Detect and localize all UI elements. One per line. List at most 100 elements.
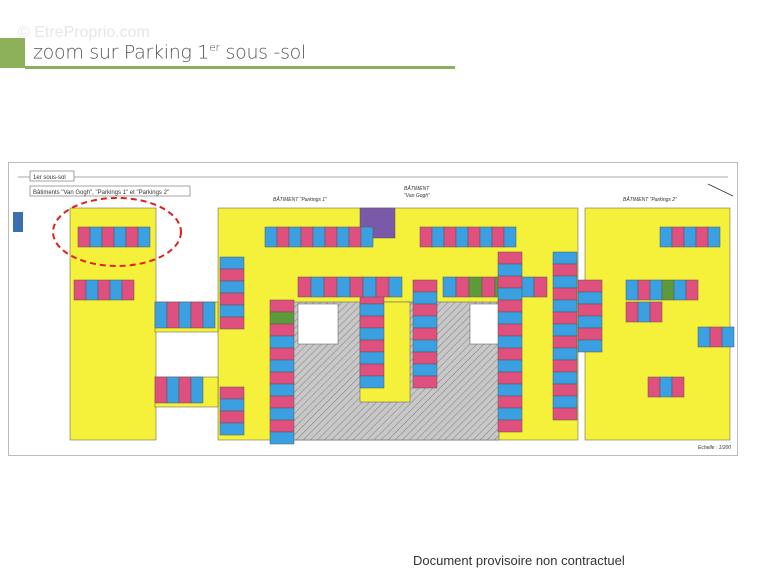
level-box (29, 170, 75, 182)
title-superscript: er (209, 41, 220, 54)
parking-stall (412, 339, 438, 353)
parking-stall (85, 279, 99, 301)
parking-stall (479, 226, 493, 248)
parking-stall (269, 383, 295, 397)
parking-stall (269, 347, 295, 361)
parking-stall (359, 363, 385, 377)
parking-stall (269, 431, 295, 445)
parking-stall (637, 301, 651, 323)
parking-stall (359, 351, 385, 365)
parking-stall (625, 279, 639, 301)
buildings-box (29, 185, 191, 197)
parking-stall (412, 315, 438, 329)
watermark: © EtreProprio.com (18, 24, 150, 41)
parking-stall (497, 419, 523, 433)
parking-stall (649, 279, 663, 301)
parking-stall (468, 276, 483, 298)
parking-stall (467, 226, 481, 248)
parking-stall (481, 276, 496, 298)
light-well (297, 303, 339, 345)
parking-stall (219, 292, 245, 306)
title-main: zoom sur Parking 1 (33, 41, 210, 64)
parking-stall (202, 301, 216, 329)
parking-stall (649, 301, 663, 323)
parking-stall (552, 299, 578, 313)
parking-stall (412, 303, 438, 317)
parking-stall (497, 359, 523, 373)
parking-stall (577, 315, 603, 329)
legend-swatch (13, 212, 23, 232)
parking-stall (336, 276, 351, 298)
parking-stall (491, 226, 505, 248)
parking-stall (360, 226, 374, 248)
building-label-vangogh: BÂTIMENT (404, 185, 430, 192)
parking-stall (673, 279, 687, 301)
title-underline (25, 66, 455, 69)
level-label: 1er sous-sol (33, 175, 66, 181)
parking-stall (269, 311, 295, 325)
parking-stall (497, 395, 523, 409)
parking-stall (455, 276, 470, 298)
parking-stall (324, 226, 338, 248)
parking-stall (552, 407, 578, 421)
parking-stall (552, 335, 578, 349)
parking-stall (552, 395, 578, 409)
parking-stall (190, 301, 204, 329)
parking-stall (349, 276, 364, 298)
parking-stall (412, 279, 438, 293)
parking-stall (113, 226, 127, 248)
parking-stall (77, 226, 91, 248)
disclaimer-caption: Document provisoire non contractuel (413, 553, 625, 568)
parking-stall (497, 335, 523, 349)
parking-stall (671, 226, 685, 248)
parking-stall (269, 359, 295, 373)
parking-stall (683, 226, 697, 248)
parking-stall (73, 279, 87, 301)
parking-stall (695, 226, 709, 248)
parking-stall (276, 226, 290, 248)
parking-stall (577, 327, 603, 341)
parking-stall (503, 226, 517, 248)
parking-stall (178, 301, 192, 329)
parking-stall (166, 376, 180, 404)
parking-stall (166, 301, 180, 329)
parking-stall (625, 301, 639, 323)
parking-stall (497, 323, 523, 337)
parking-stall (497, 383, 523, 397)
parking-stall (520, 276, 535, 298)
parking-stall (412, 327, 438, 341)
parking-stall (101, 226, 115, 248)
parking-stall (125, 226, 139, 248)
parking-stall (388, 276, 403, 298)
parking-stall (685, 279, 699, 301)
parking-stall (269, 407, 295, 421)
parking-stall (497, 251, 523, 265)
parking-stall (219, 316, 245, 330)
parking-stall (552, 359, 578, 373)
parking-stall (219, 268, 245, 282)
parking-stall (455, 226, 469, 248)
parking-stall (310, 276, 325, 298)
parking-stall (552, 287, 578, 301)
title-accent-block (0, 38, 25, 68)
parking-stall (109, 279, 123, 301)
scale-label: Echelle : 1/200 (698, 445, 731, 451)
slide-title: zoom sur Parking 1er sous -sol (33, 41, 306, 63)
parking-stall (637, 279, 651, 301)
parking-stall (359, 327, 385, 341)
parking-stall (419, 226, 433, 248)
parking-stall (661, 279, 675, 301)
parking-stall (269, 419, 295, 433)
buildings-label: Bâtiments "Van Gogh", "Parkings 1" et "P… (33, 190, 169, 196)
highlight-ellipse (52, 197, 182, 267)
parking-stall (497, 311, 523, 325)
parking-stall (721, 326, 735, 348)
parking-stall (577, 291, 603, 305)
parking-stall (412, 291, 438, 305)
parking-stall (497, 407, 523, 421)
parking-stall (552, 347, 578, 361)
parking-stall (443, 226, 457, 248)
parking-stall (154, 301, 168, 329)
parking-stall (300, 226, 314, 248)
parking-stall (671, 376, 685, 398)
